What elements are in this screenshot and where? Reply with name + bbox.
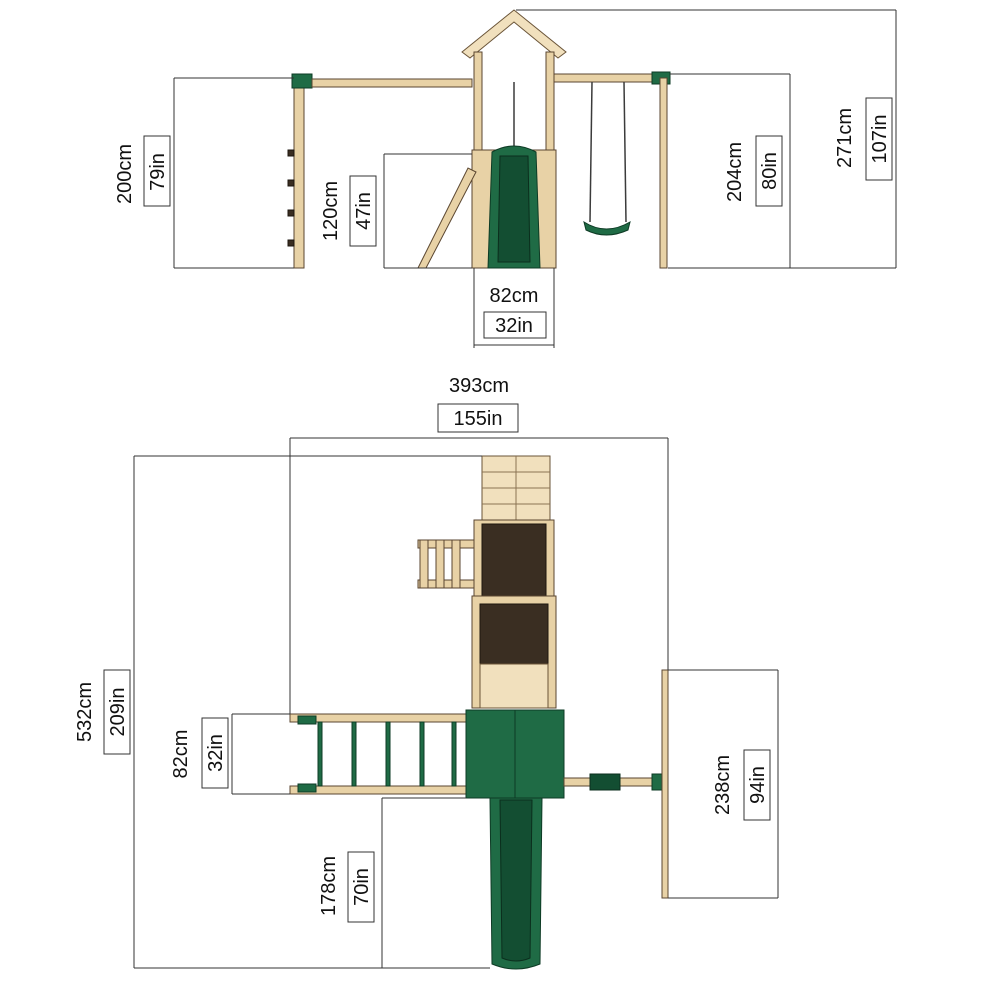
rung-mark (287, 179, 295, 187)
ladder-rail (417, 539, 475, 549)
swing-frame-legs (661, 669, 669, 899)
ladder-rung (451, 539, 461, 589)
label-total-length-in: 209in (107, 688, 129, 737)
swing-seat (583, 220, 631, 236)
slide-channel (497, 155, 531, 263)
left-frame-post (293, 77, 305, 269)
swing-rope (623, 81, 627, 223)
slide-channel (499, 799, 533, 962)
top-view: 393cm 155in 532cm 209in 82cm 32in 178cm … (74, 375, 779, 970)
label-ladder-width-cm: 82cm (170, 730, 192, 779)
green-roof (465, 709, 565, 799)
bracket-box (755, 135, 783, 207)
bracket-box (349, 175, 377, 247)
monkey-bracket (297, 715, 317, 725)
label-left-height-in: 79in (147, 153, 169, 191)
left-frame-bracket (291, 73, 313, 89)
label-slide-length-cm: 178cm (318, 856, 340, 916)
label-total-width-in: 155in (454, 408, 503, 430)
ladder-rail (417, 579, 475, 589)
monkey-bar (385, 721, 391, 787)
label-swing-width-cm: 238cm (712, 755, 734, 815)
bracket-box (743, 749, 771, 821)
monkey-bars (289, 713, 467, 795)
deck-dark (481, 523, 547, 597)
swing-rope (589, 81, 593, 223)
label-swing-width-in: 94in (747, 766, 769, 804)
label-total-length-cm: 532cm (74, 682, 96, 742)
label-swing-height-cm: 204cm (724, 142, 746, 202)
bridge-planks (479, 663, 549, 709)
monkey-bar (419, 721, 425, 787)
label-total-height-in: 107in (869, 115, 891, 164)
label-slide-length-in: 70in (351, 868, 373, 906)
slide-top (489, 797, 543, 970)
monkey-bar (317, 721, 323, 787)
label-swing-height-in: 80in (759, 152, 781, 190)
top-beam-left (311, 78, 473, 88)
label-ladder-width-in: 32in (205, 734, 227, 772)
short-ladder (417, 539, 475, 589)
swing-post (659, 77, 668, 269)
deck-bridge (471, 519, 557, 709)
rung-mark (287, 149, 295, 157)
bracket-box (201, 717, 229, 789)
bracket-box (103, 669, 131, 755)
bracket-box (143, 135, 171, 207)
label-total-width-cm: 393cm (449, 375, 509, 397)
rung-mark (287, 239, 295, 247)
label-deck-width-cm: 82cm (490, 285, 539, 307)
label-left-height-cm: 200cm (114, 144, 136, 204)
swing (583, 77, 668, 269)
top-beam-right (553, 73, 665, 83)
swing-seat-top (589, 773, 621, 791)
swing-arm (563, 669, 669, 899)
top-view-dimensions: 393cm 155in 532cm 209in 82cm 32in 178cm … (74, 375, 779, 969)
label-deck-height-cm: 120cm (320, 181, 342, 241)
side-view: 200cm 79in 120cm 47in 82cm 32in 204cm 80… (114, 9, 897, 348)
label-deck-height-in: 47in (353, 192, 375, 230)
ladder-rail (417, 167, 477, 269)
ladder-rung (435, 539, 445, 589)
bracket-box (437, 403, 519, 433)
tower (417, 9, 671, 269)
top-deck-roof (481, 455, 551, 521)
side-view-dimensions: 200cm 79in 120cm 47in 82cm 32in 204cm 80… (114, 9, 897, 348)
ladder-rung (419, 539, 429, 589)
bracket-box (483, 311, 547, 339)
bridge-dark (479, 603, 549, 665)
bracket-box (865, 97, 893, 181)
tower-roof (461, 9, 567, 59)
monkey-bracket (297, 783, 317, 793)
left-frame (287, 73, 473, 269)
monkey-bar (351, 721, 357, 787)
bracket-box (347, 851, 375, 923)
monkey-bar (451, 721, 457, 787)
rung-mark (287, 209, 295, 217)
label-deck-width-in: 32in (495, 315, 533, 337)
label-total-height-cm: 271cm (834, 108, 856, 168)
